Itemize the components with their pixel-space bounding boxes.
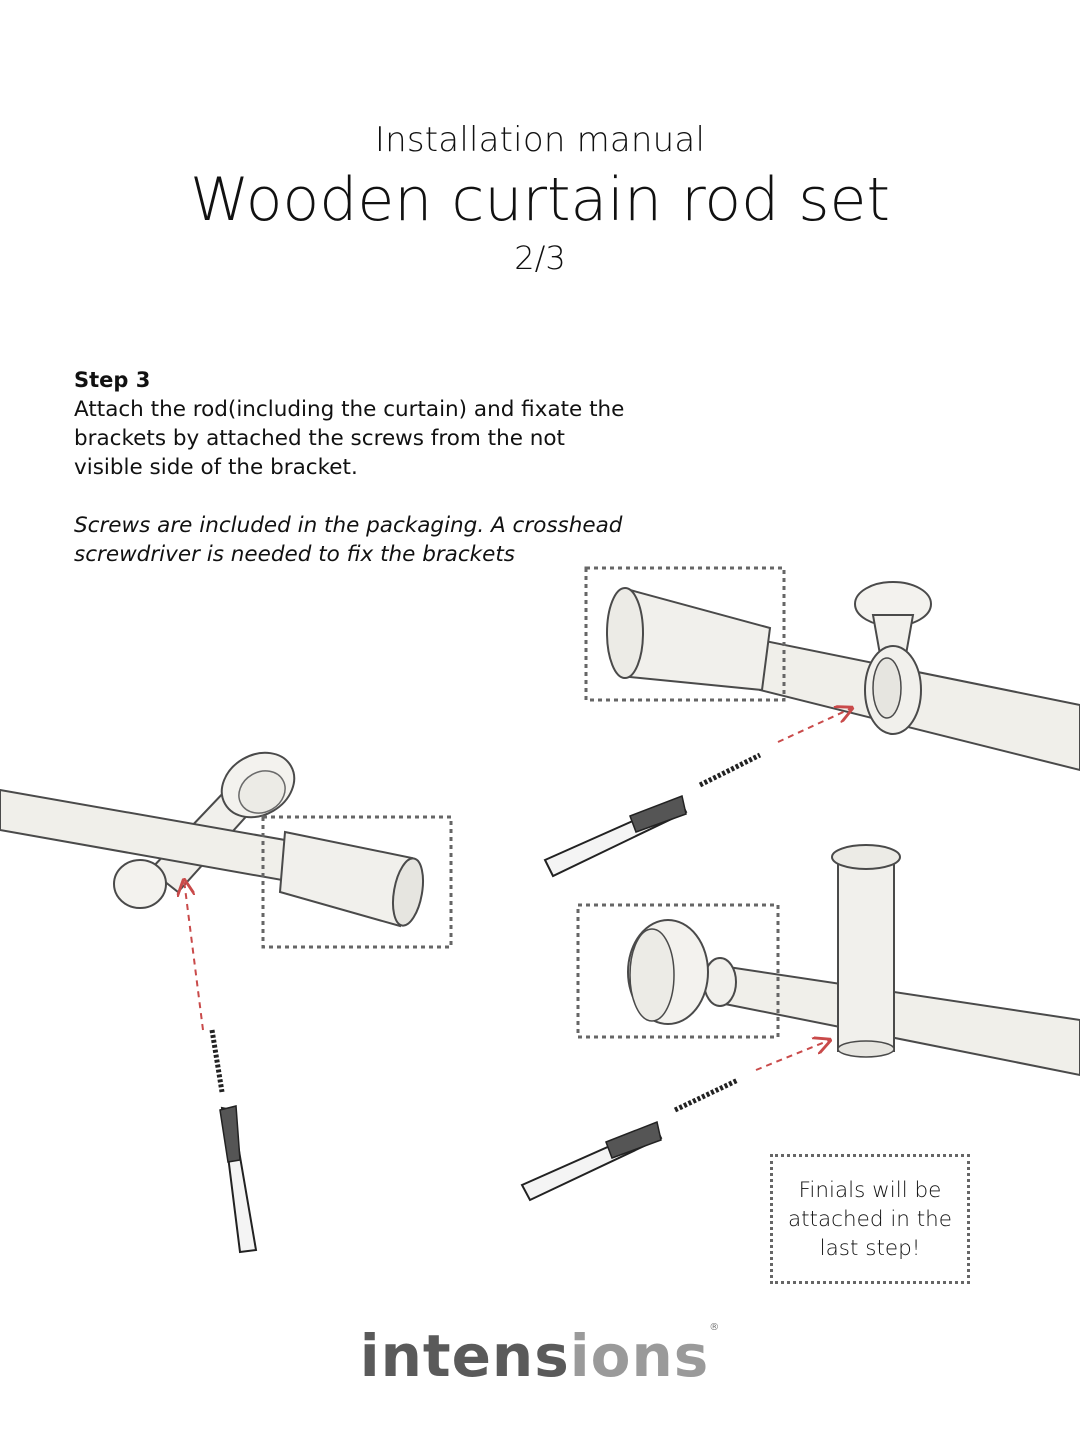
top-right-finial-highlight-box bbox=[584, 566, 786, 702]
registered-mark: ® bbox=[709, 1322, 721, 1333]
logo-part-dark: intens bbox=[359, 1322, 570, 1390]
finials-callout: Finials will be attached in the last ste… bbox=[770, 1154, 970, 1284]
product-title: Wooden curtain rod set bbox=[190, 165, 890, 235]
left-end-cap bbox=[278, 830, 424, 928]
bottom-right-screw bbox=[673, 1077, 740, 1113]
bottom-right-rod-assembly bbox=[627, 844, 1080, 1077]
bottom-right-insert-arrow bbox=[755, 1040, 830, 1071]
left-rod-assembly bbox=[0, 751, 424, 928]
left-end-cap-highlight-box bbox=[261, 815, 453, 949]
top-right-rod-assembly bbox=[606, 581, 1080, 772]
step-title: Step 3 bbox=[74, 368, 151, 392]
top-right-insert-arrow bbox=[777, 708, 852, 743]
logo-part-light: ions bbox=[569, 1322, 710, 1390]
top-right-bracket bbox=[854, 581, 932, 735]
bottom-right-bracket bbox=[831, 844, 901, 1058]
callout-text: Finials will be attached in the last ste… bbox=[787, 1177, 953, 1261]
bottom-right-finial bbox=[627, 919, 737, 1025]
top-right-screw bbox=[698, 752, 762, 788]
top-right-finial bbox=[606, 587, 772, 692]
left-screw bbox=[209, 1029, 225, 1093]
page-number: 2/3 bbox=[514, 239, 566, 277]
header: Installation manual Wooden curtain rod s… bbox=[0, 118, 1080, 278]
manual-subtitle: Installation manual bbox=[374, 120, 706, 160]
left-insert-arrow bbox=[184, 880, 204, 1031]
brand-logo: intensions® bbox=[0, 1322, 1080, 1390]
bottom-right-finial-highlight-box bbox=[576, 903, 780, 1039]
step-note: Screws are included in the packaging. A … bbox=[74, 513, 623, 567]
step-body: Attach the rod(including the curtain) an… bbox=[74, 397, 625, 480]
step-instructions: Step 3 Attach the rod(including the curt… bbox=[74, 366, 634, 569]
